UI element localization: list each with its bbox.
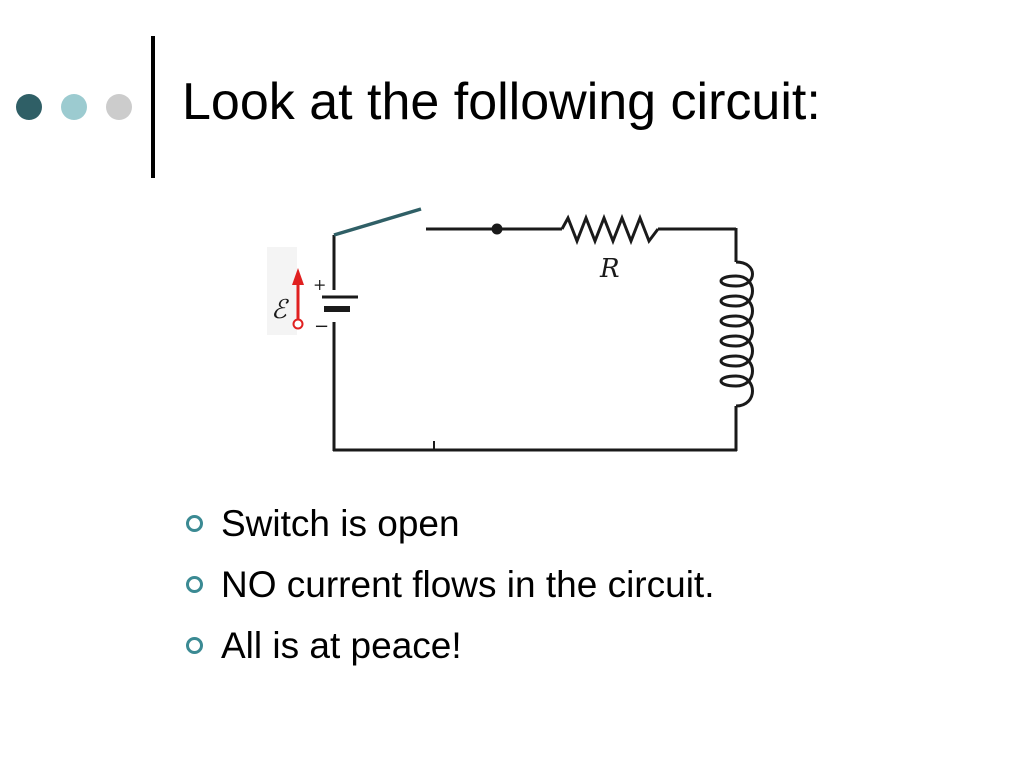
bullet-list: Switch is open NO current flows in the c… xyxy=(184,493,714,676)
decorative-dots xyxy=(16,94,132,120)
battery-minus-sign: − xyxy=(314,316,329,337)
inductor xyxy=(719,260,754,408)
dot-grey xyxy=(106,94,132,120)
emf-arrow-head xyxy=(292,268,304,285)
bullet-text: All is at peace! xyxy=(221,624,462,666)
junction-dot xyxy=(491,223,503,235)
title-divider xyxy=(151,36,155,178)
emf-arrow-tail xyxy=(292,318,304,330)
bullet-item-2: NO current flows in the circuit. xyxy=(184,554,714,615)
resistor-label: R xyxy=(599,254,620,284)
bullet-item-3: All is at peace! xyxy=(184,615,714,676)
bullet-item-1: Switch is open xyxy=(184,493,714,554)
switch-blade xyxy=(333,207,422,237)
emf-symbol: ℰ xyxy=(271,295,289,325)
dot-light-teal xyxy=(61,94,87,120)
bullet-text: NO current flows in the circuit. xyxy=(221,563,715,605)
bullet-circle-icon xyxy=(186,576,203,593)
bullet-circle-icon xyxy=(186,637,203,654)
emf-label-background xyxy=(267,247,297,335)
bullet-text: Switch is open xyxy=(221,502,460,544)
resistor xyxy=(560,213,660,246)
bullet-circle-icon xyxy=(186,515,203,532)
dot-dark-teal xyxy=(16,94,42,120)
slide-title: Look at the following circuit: xyxy=(182,73,821,131)
battery-plus-sign: + xyxy=(313,275,326,294)
